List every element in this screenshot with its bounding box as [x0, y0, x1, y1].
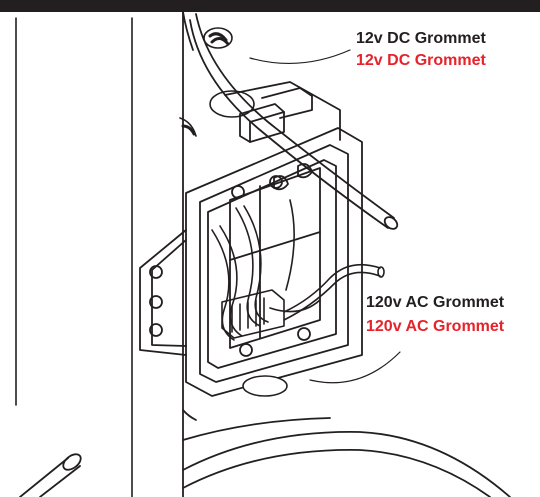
dowel-rod — [19, 453, 82, 497]
ac-grommet-label-red: 120v AC Grommet — [366, 318, 505, 335]
screw-head-side — [179, 117, 197, 137]
internal-wires — [211, 199, 295, 341]
dc-callout-line — [249, 49, 351, 65]
top-border-bar — [0, 0, 540, 12]
screw-head-top — [203, 27, 233, 49]
ac-callout-line — [309, 351, 401, 384]
ac-cable — [269, 263, 385, 321]
terminal-block — [221, 289, 285, 339]
dc-grommet-label-red: 12v DC Grommet — [356, 52, 486, 69]
ac-grommet-label: 120v AC Grommet — [366, 294, 505, 311]
ac-grommet — [242, 375, 288, 397]
side-bracket — [139, 229, 187, 356]
left-wall-panel — [15, 17, 133, 497]
dc-grommet-label: 12v DC Grommet — [356, 30, 486, 47]
dc-grommet-hole — [209, 90, 255, 118]
compartment-floor — [182, 417, 511, 497]
junction-box — [185, 81, 363, 397]
cabinet-side — [182, 11, 197, 497]
